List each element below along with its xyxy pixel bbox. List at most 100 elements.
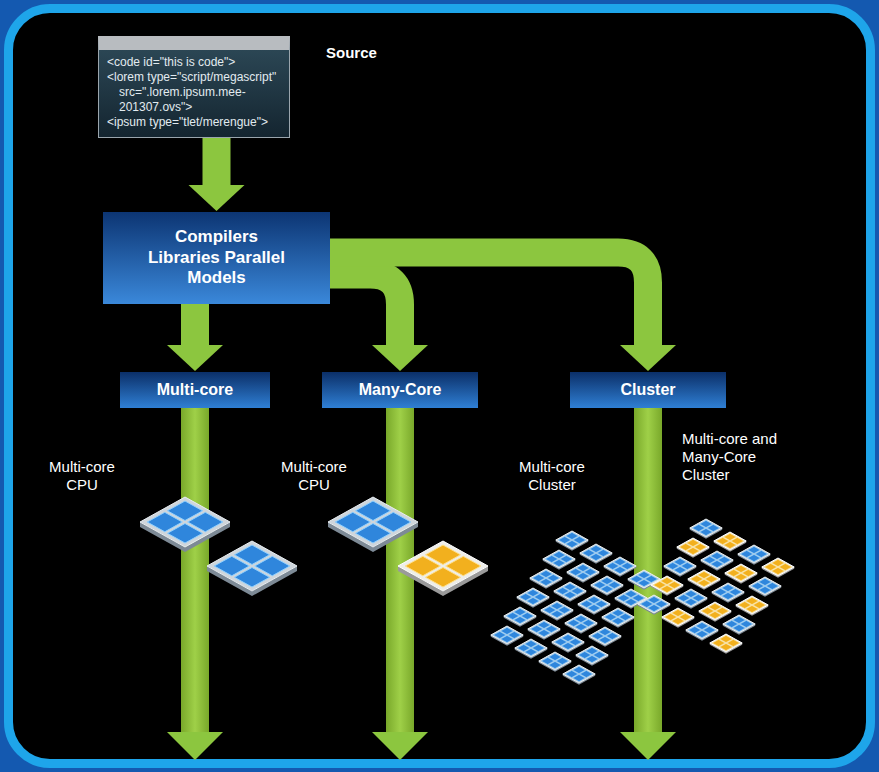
core-tile xyxy=(188,512,223,532)
core-tile xyxy=(545,626,558,633)
core-tile xyxy=(560,556,573,563)
multi-core-chip xyxy=(738,545,770,565)
platform-box: Many-Core xyxy=(322,372,478,408)
multi-core-chip xyxy=(567,563,599,583)
code-line: <lorem type="script/megascript" src=".lo… xyxy=(107,70,281,115)
core-tile xyxy=(645,576,658,583)
chip-base xyxy=(563,665,595,683)
multi-core-chip xyxy=(328,497,418,552)
core-tile xyxy=(547,575,560,582)
box-label: Many-Core xyxy=(359,381,442,399)
core-tile xyxy=(569,639,582,646)
core-tile xyxy=(597,550,610,557)
down-arrow xyxy=(372,408,428,760)
chip-base xyxy=(675,589,707,607)
multi-core-chip xyxy=(530,569,562,589)
multi-core-chip xyxy=(675,589,707,609)
multi-core-chip xyxy=(504,607,536,627)
core-tile xyxy=(621,563,634,570)
platform-label: Multi-core Cluster xyxy=(500,458,604,494)
arrow-shaft xyxy=(203,138,231,186)
multi-core-chip xyxy=(565,614,597,634)
chip-base xyxy=(602,608,634,626)
core-tile xyxy=(729,589,742,596)
chip-base xyxy=(543,550,575,568)
multi-core-chip xyxy=(539,652,571,672)
core-tile xyxy=(606,633,619,640)
arrow-shaft xyxy=(328,275,400,346)
multi-core-chip xyxy=(552,633,584,653)
core-tile xyxy=(766,583,779,590)
multi-core-chip xyxy=(517,588,549,608)
multi-core-chip xyxy=(491,626,523,646)
chip-base xyxy=(723,615,755,633)
code-window: <code id="this is code"><lorem type="scr… xyxy=(98,36,290,138)
core-tile xyxy=(534,594,547,601)
arrow-head xyxy=(167,732,223,760)
toolchain-box: Compilers Libraries Parallel Models xyxy=(103,212,330,304)
core-tile xyxy=(655,601,668,608)
multi-core-chip xyxy=(686,621,718,641)
multi-core-chip xyxy=(664,557,696,577)
chip-base xyxy=(749,577,781,595)
multi-core-chip xyxy=(690,519,722,539)
chip-base xyxy=(504,607,536,625)
many-core-chip xyxy=(762,558,794,578)
core-tile xyxy=(595,601,608,608)
many-core-chip xyxy=(662,608,694,628)
core-tile xyxy=(573,537,586,544)
chip-base xyxy=(736,596,768,614)
chip-base xyxy=(688,570,720,588)
chip-base xyxy=(580,544,612,562)
many-core-chip xyxy=(677,538,709,558)
core-tile xyxy=(255,556,290,576)
core-tile xyxy=(703,627,716,634)
chip-base xyxy=(515,639,547,657)
multi-core-chip xyxy=(541,601,573,621)
multi-core-chip xyxy=(140,497,230,552)
chip-base xyxy=(701,551,733,569)
many-core-chip xyxy=(714,532,746,552)
multi-core-chip xyxy=(591,576,623,596)
arrow-shaft xyxy=(328,253,648,346)
multi-core-chip xyxy=(576,646,608,666)
chip-base xyxy=(638,595,670,613)
core-tile xyxy=(593,652,606,659)
chip-base xyxy=(576,646,608,664)
core-tile xyxy=(582,620,595,627)
core-tile xyxy=(619,614,632,621)
source-label: Source xyxy=(326,44,406,62)
flow-arrow xyxy=(167,304,223,371)
multi-core-chip xyxy=(543,550,575,570)
chip-base xyxy=(604,557,636,575)
arrow-shaft xyxy=(181,408,209,734)
core-tile xyxy=(753,602,766,609)
multi-core-chip xyxy=(723,615,755,635)
core-tile xyxy=(556,658,569,665)
many-core-chip xyxy=(651,576,683,596)
platform-label: Multi-core and Many-Core Cluster xyxy=(682,430,794,484)
chip-base xyxy=(725,564,757,582)
platform-box: Multi-core xyxy=(120,372,270,408)
core-tile xyxy=(727,640,740,647)
chip-base xyxy=(398,541,488,591)
chip-base xyxy=(528,620,560,638)
chip-base xyxy=(530,569,562,587)
chip-base xyxy=(565,614,597,632)
arrow-head xyxy=(620,732,676,760)
chip-base xyxy=(541,601,573,619)
core-tile xyxy=(681,563,694,570)
many-core-chip xyxy=(688,570,720,590)
chip-base xyxy=(664,557,696,575)
chip-base xyxy=(328,497,418,547)
multi-core-chip xyxy=(701,551,733,571)
chip-base xyxy=(690,519,722,537)
flow-arrow xyxy=(189,138,245,211)
multi-core-chip xyxy=(638,595,670,615)
chip-base xyxy=(762,558,794,576)
core-tile xyxy=(558,607,571,614)
core-tile xyxy=(608,582,621,589)
multi-core-chip xyxy=(528,620,560,640)
chip-base xyxy=(589,627,621,645)
multi-core-chip xyxy=(556,531,588,551)
